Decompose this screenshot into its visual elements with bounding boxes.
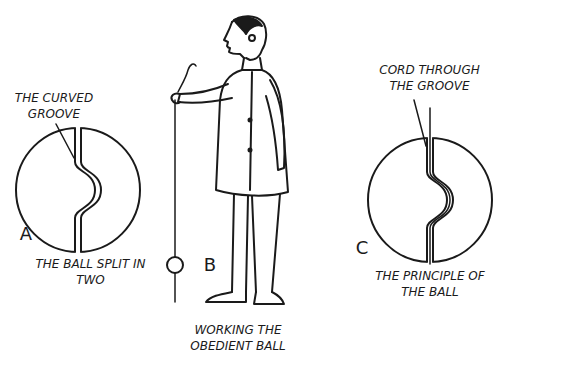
man-figure bbox=[171, 16, 288, 304]
caption-text: WORKING THE OBEDIENT BALL bbox=[178, 322, 298, 354]
figure-letter: A bbox=[16, 224, 36, 244]
callout-text: THE CURVED GROOVE bbox=[4, 90, 104, 122]
callout-text: CORD THROUGH THE GROOVE bbox=[372, 62, 487, 94]
figure-letter: C bbox=[352, 238, 372, 258]
figure-letter: B bbox=[200, 255, 220, 275]
ball-with-cord bbox=[368, 100, 492, 264]
caption-text: THE PRINCIPLE OF THE BALL bbox=[375, 268, 485, 300]
cord-and-ball bbox=[167, 64, 196, 302]
split-ball bbox=[16, 124, 140, 254]
caption-text: THE BALL SPLIT IN TWO bbox=[28, 256, 153, 288]
